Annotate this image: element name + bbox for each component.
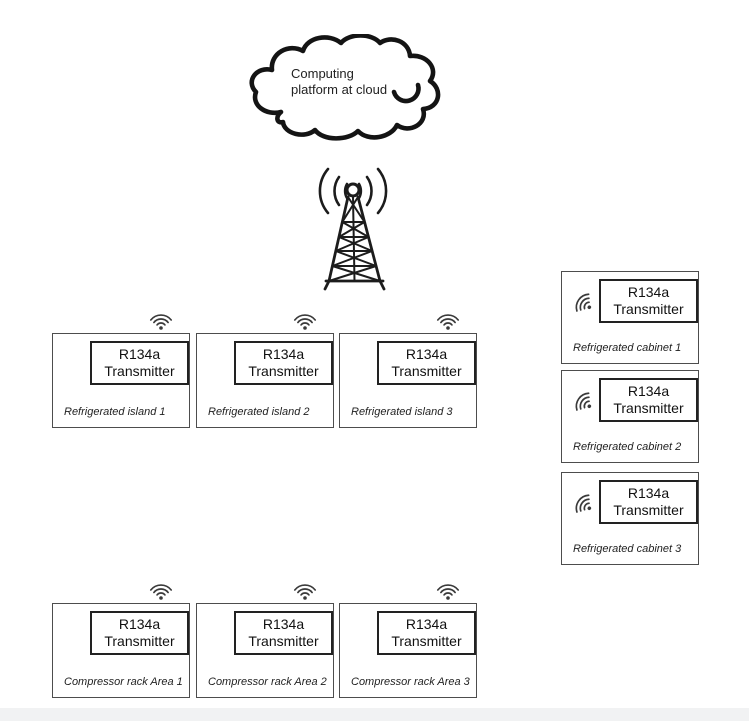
transmitter-label: R134a Transmitter <box>104 346 175 379</box>
cloud-label: Computing platform at cloud <box>291 66 388 97</box>
unit-label: Refrigerated island 3 <box>351 406 453 418</box>
transmitter-box: R134a Transmitter <box>599 480 698 524</box>
wifi-signal-icon <box>290 312 320 331</box>
unit-compressor-rack-area-2: R134a Transmitter Compressor rack Area 2 <box>196 603 334 698</box>
unit-compressor-rack-area-1: R134a Transmitter Compressor rack Area 1 <box>52 603 190 698</box>
transmitter-label: R134a Transmitter <box>613 485 684 518</box>
unit-refrigerated-cabinet-3: R134a Transmitter Refrigerated cabinet 3 <box>561 472 699 565</box>
wifi-signal-icon <box>146 312 176 331</box>
transmitter-box: R134a Transmitter <box>234 611 333 655</box>
radio-tower-icon <box>318 167 388 291</box>
unit-label: Refrigerated cabinet 3 <box>573 543 682 555</box>
wifi-signal-icon <box>146 582 176 601</box>
unit-label: Refrigerated cabinet 2 <box>573 441 682 453</box>
radio-waves-icon <box>318 167 388 215</box>
transmitter-label: R134a Transmitter <box>391 346 462 379</box>
transmitter-box: R134a Transmitter <box>599 378 698 422</box>
transmitter-box: R134a Transmitter <box>90 341 189 385</box>
transmitter-label: R134a Transmitter <box>613 383 684 416</box>
unit-refrigerated-island-1: R134a Transmitter Refrigerated island 1 <box>52 333 190 428</box>
unit-label: Refrigerated cabinet 1 <box>573 342 682 354</box>
transmitter-box: R134a Transmitter <box>377 341 476 385</box>
unit-label: Refrigerated island 2 <box>208 406 310 418</box>
transmitter-box: R134a Transmitter <box>599 279 698 323</box>
wifi-signal-icon <box>290 582 320 601</box>
cloud-shape <box>249 34 441 141</box>
bottom-edge-strip <box>0 708 749 721</box>
transmitter-label: R134a Transmitter <box>248 616 319 649</box>
unit-label: Refrigerated island 1 <box>64 406 166 418</box>
wifi-signal-icon <box>568 487 601 522</box>
transmitter-box: R134a Transmitter <box>234 341 333 385</box>
transmitter-box: R134a Transmitter <box>90 611 189 655</box>
transmitter-label: R134a Transmitter <box>248 346 319 379</box>
wifi-signal-icon <box>568 286 601 321</box>
unit-label: Compressor rack Area 2 <box>208 676 327 688</box>
transmitter-label: R134a Transmitter <box>613 284 684 317</box>
wifi-signal-icon <box>433 582 463 601</box>
unit-compressor-rack-area-3: R134a Transmitter Compressor rack Area 3 <box>339 603 477 698</box>
transmitter-box: R134a Transmitter <box>377 611 476 655</box>
unit-refrigerated-island-3: R134a Transmitter Refrigerated island 3 <box>339 333 477 428</box>
wifi-signal-icon <box>433 312 463 331</box>
transmitter-label: R134a Transmitter <box>104 616 175 649</box>
unit-label: Compressor rack Area 1 <box>64 676 183 688</box>
unit-refrigerated-cabinet-1: R134a Transmitter Refrigerated cabinet 1 <box>561 271 699 364</box>
wifi-signal-icon <box>568 385 601 420</box>
unit-refrigerated-island-2: R134a Transmitter Refrigerated island 2 <box>196 333 334 428</box>
unit-refrigerated-cabinet-2: R134a Transmitter Refrigerated cabinet 2 <box>561 370 699 463</box>
transmitter-label: R134a Transmitter <box>391 616 462 649</box>
unit-label: Compressor rack Area 3 <box>351 676 470 688</box>
